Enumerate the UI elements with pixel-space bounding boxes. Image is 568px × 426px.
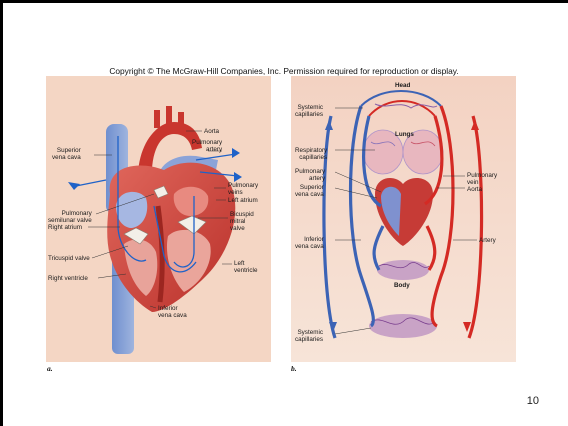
panel-b-letter: b. [291,364,297,373]
label-left-atrium: Left atrium [228,197,258,204]
label-inferior-vena-cava: Inferior vena cava [295,236,324,250]
body-capillary-bed [377,260,429,280]
label-right-atrium: Right atrium [48,224,82,231]
label-pulmonary-semilunar-valve: Pulmonary semilunar valve [48,210,92,224]
heart-anatomy-panel: Superior vena cava Aorta Pulmonary arter… [46,76,271,362]
page-number: 10 [527,395,539,407]
panel-a-letter: a. [47,364,53,373]
label-pulmonary-artery: Pulmonary artery [192,139,222,153]
circulation-panel: Head Systemic capillaries Lungs Respirat… [291,76,516,362]
label-respiratory-capillaries: Respiratory capillaries [295,147,327,161]
label-aorta: Aorta [467,186,482,193]
label-pulmonary-veins: Pulmonary veins [228,182,258,196]
slide-border-top [0,0,568,3]
label-right-ventricle: Right ventricle [48,275,88,282]
label-aorta: Aorta [204,128,219,135]
slide-border-left [0,0,3,426]
circulation-illustration [291,76,516,362]
label-tricuspid-valve: Tricuspid valve [48,255,90,262]
label-bicuspid-mitral-valve: Bicuspid mitral valve [230,211,254,232]
label-lungs: Lungs [395,131,414,138]
label-artery: Artery [479,237,496,244]
lower-capillary-bed [369,314,437,338]
label-pulmonary-vein: Pulmonary vein [467,172,497,186]
label-inferior-vena-cava: Inferior vena cava [158,305,187,319]
label-superior-vena-cava: Superior vena cava [52,147,81,161]
label-systemic-capillaries-top: Systemic capillaries [295,104,323,118]
label-superior-vena-cava: Superior vena cava [295,184,324,198]
label-left-ventricle: Left ventricle [234,260,257,274]
label-pulmonary-artery: Pulmonary artery [295,168,325,182]
label-systemic-capillaries-bottom: Systemic capillaries [295,329,323,343]
copyright-notice: Copyright © The McGraw-Hill Companies, I… [0,66,568,76]
label-body: Body [394,282,410,289]
label-head: Head [395,82,410,89]
